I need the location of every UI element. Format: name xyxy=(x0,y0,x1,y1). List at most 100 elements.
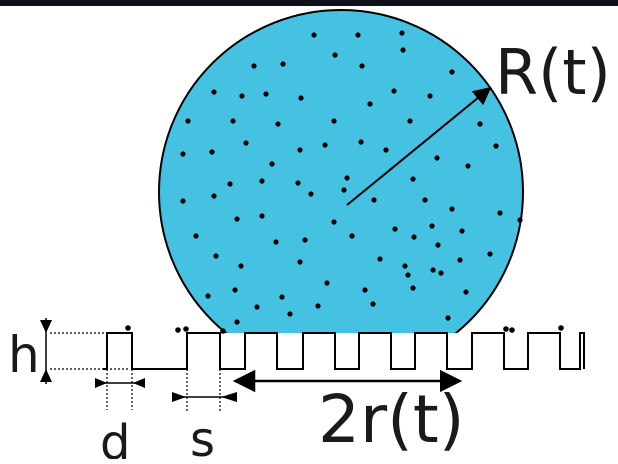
particle-dot xyxy=(205,293,211,299)
particle-dot xyxy=(497,210,503,216)
height-label: h xyxy=(8,326,40,384)
droplet xyxy=(158,9,524,333)
surface-particle-dot xyxy=(509,327,515,333)
particle-dot xyxy=(449,206,455,212)
particle-dot xyxy=(259,213,265,219)
particle-dot xyxy=(457,257,463,263)
pillar-width-dimension xyxy=(95,369,145,410)
textured-surface xyxy=(103,332,585,370)
surface-particles xyxy=(125,325,564,334)
radius-label: R(t) xyxy=(495,36,611,109)
particle-dot xyxy=(232,287,238,293)
particle-dot xyxy=(383,147,389,153)
spacing-dimension xyxy=(172,369,237,412)
particle-dot xyxy=(295,180,301,186)
particle-dot xyxy=(239,93,245,99)
surface-particle-dot xyxy=(183,326,189,332)
particle-dot xyxy=(251,63,257,69)
radius-arrow xyxy=(346,86,492,206)
particle-dot xyxy=(407,118,413,124)
height-dimension xyxy=(40,318,128,384)
particle-dot xyxy=(344,175,350,181)
particle-dot xyxy=(402,263,408,269)
particle-dot xyxy=(377,256,383,262)
particle-dot xyxy=(263,91,269,97)
particle-dot xyxy=(465,163,471,169)
surface-particle-dot xyxy=(175,327,181,333)
particle-dot xyxy=(227,181,233,187)
particle-dot xyxy=(308,191,314,197)
particle-dot xyxy=(371,197,377,203)
particle-dot xyxy=(367,101,373,107)
particle-dot xyxy=(358,139,364,145)
particle-dot xyxy=(341,187,347,193)
particle-dot xyxy=(359,63,365,69)
particle-dot xyxy=(302,237,308,243)
spacing-label: s xyxy=(190,412,215,459)
particle-dot xyxy=(391,88,397,94)
particle-dot xyxy=(517,217,523,223)
particle-dot xyxy=(315,303,321,309)
particle-dot xyxy=(269,161,275,167)
particle-dot xyxy=(410,285,416,291)
particle-dot xyxy=(311,32,317,38)
particle-dot xyxy=(430,267,436,273)
particle-dot xyxy=(211,193,217,199)
particle-dot xyxy=(275,121,281,127)
particle-dot xyxy=(185,118,191,124)
particle-dot xyxy=(211,89,217,95)
particle-dot xyxy=(331,219,337,225)
surface-particle-dot xyxy=(125,325,131,331)
particle-dot xyxy=(427,93,433,99)
particle-dot xyxy=(449,69,455,75)
particle-dot xyxy=(180,198,186,204)
particle-dot xyxy=(298,95,304,101)
particle-dot xyxy=(434,155,440,161)
pillar-width-label: d xyxy=(100,415,130,459)
particle-dot xyxy=(477,121,483,127)
top-banner xyxy=(0,0,618,6)
particle-dot xyxy=(422,197,428,203)
particle-dot xyxy=(400,47,406,53)
particle-dot xyxy=(254,304,260,310)
particle-dot xyxy=(445,315,451,321)
particle-dot xyxy=(234,216,240,222)
particle-dot xyxy=(435,242,441,248)
particle-dot xyxy=(322,142,328,148)
particle-dot xyxy=(230,118,236,124)
particle-dot xyxy=(280,61,286,67)
surface-particle-dot xyxy=(503,326,509,332)
particle-dot xyxy=(332,52,338,58)
particle-dot xyxy=(287,311,293,317)
surface-particle-dot xyxy=(558,325,564,331)
particle-dot xyxy=(493,143,499,149)
particle-dot xyxy=(234,319,240,325)
particle-dot xyxy=(429,223,435,229)
particle-dot xyxy=(487,251,493,257)
particle-dot xyxy=(463,289,469,295)
particle-dot xyxy=(324,280,330,286)
particle-dot xyxy=(193,233,199,239)
particle-dot xyxy=(213,253,219,259)
droplet-body xyxy=(158,9,524,333)
particle-dot xyxy=(273,239,279,245)
particle-dot xyxy=(297,259,303,265)
particle-dot xyxy=(459,228,465,234)
particle-dot xyxy=(438,270,444,276)
particle-dot xyxy=(349,233,355,239)
particle-dot xyxy=(392,226,398,232)
particle-dot xyxy=(243,140,249,146)
particle-dot xyxy=(362,287,368,293)
particle-dot xyxy=(259,178,265,184)
droplet-particles xyxy=(180,30,523,325)
particle-dot xyxy=(297,147,303,153)
surface-particle-dot xyxy=(220,328,226,334)
particle-dot xyxy=(355,32,361,38)
particle-dot xyxy=(238,263,244,269)
contact-width-label: 2r(t) xyxy=(318,381,465,458)
particle-dot xyxy=(370,301,376,307)
particle-dot xyxy=(410,176,416,182)
particle-dot xyxy=(209,149,215,155)
